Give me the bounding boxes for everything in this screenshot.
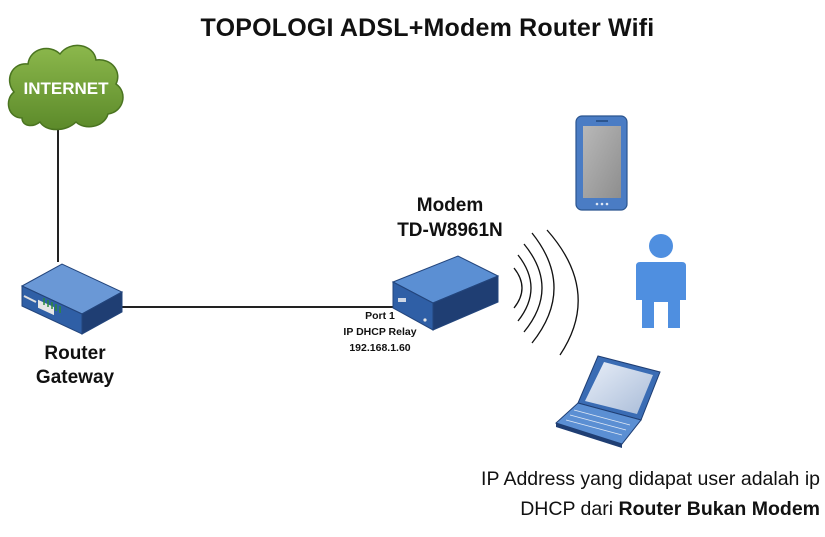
router-label-line1: Router	[44, 343, 106, 364]
wifi-waves-icon	[513, 229, 579, 356]
modem-label-line2: TD-W8961N	[397, 220, 503, 241]
smartphone-icon	[575, 115, 628, 211]
note-line2-prefix: DHCP dari	[520, 498, 619, 520]
modem-label-line1: Modem	[416, 195, 484, 216]
laptop-icon	[555, 355, 661, 448]
internet-label: INTERNET	[24, 79, 110, 98]
note-line2-bold: Router Bukan Modem	[618, 498, 820, 520]
cloud-icon	[7, 44, 124, 131]
port-label-line1: Port 1	[365, 310, 395, 322]
port-label-line3: 192.168.1.60	[349, 342, 411, 354]
modem-icon	[391, 255, 500, 331]
router-label-line2: Gateway	[35, 367, 115, 388]
router-icon	[20, 263, 124, 335]
note-line2: DHCP dari Router Bukan Modem	[420, 494, 820, 524]
dhcp-note: IP Address yang didapat user adalah ip D…	[420, 464, 820, 524]
router-gateway-label: Router Gateway	[10, 342, 140, 390]
diagram-title: TOPOLOGI ADSL+Modem Router Wifi	[200, 14, 655, 42]
port-info-label: Port 1 IP DHCP Relay 192.168.1.60	[315, 308, 445, 356]
port-label-line2: IP DHCP Relay	[343, 326, 417, 338]
note-line1: IP Address yang didapat user adalah ip	[481, 468, 820, 490]
modem-label: Modem TD-W8961N	[370, 193, 530, 243]
user-icon	[636, 234, 686, 328]
